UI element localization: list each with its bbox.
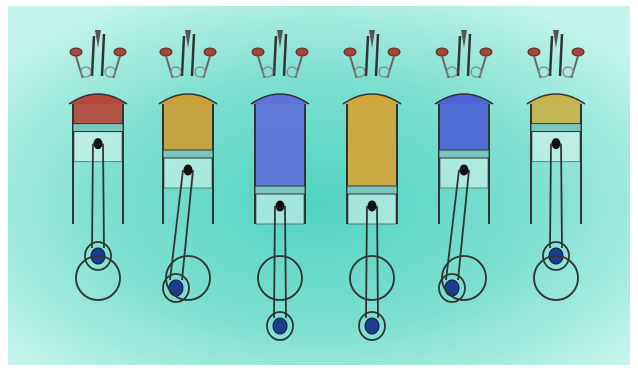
- intake-valve-spring-icon: [436, 48, 448, 56]
- wrist-pin: [460, 165, 469, 176]
- wrist-pin: [184, 165, 193, 176]
- piston-ring: [73, 124, 123, 132]
- intake-valve-spring-icon: [528, 48, 540, 56]
- wrist-pin: [552, 138, 561, 149]
- wrist-pin: [94, 138, 103, 149]
- intake-valve-spring-icon: [70, 48, 82, 56]
- crank-pin: [169, 280, 183, 296]
- intake-valve-spring-icon: [160, 48, 172, 56]
- crank-pin: [365, 318, 379, 334]
- intake-valve-spring-icon: [344, 48, 356, 56]
- combustion-chamber: [531, 104, 581, 124]
- exhaust-valve-spring-icon: [204, 48, 216, 56]
- piston-ring: [531, 124, 581, 132]
- combustion-chamber: [439, 104, 489, 150]
- exhaust-valve-spring-icon: [572, 48, 584, 56]
- combustion-chamber: [255, 104, 305, 186]
- piston-ring: [163, 150, 213, 158]
- crank-pin: [273, 318, 287, 334]
- combustion-chamber: [73, 104, 123, 124]
- combustion-chamber: [347, 104, 397, 186]
- exhaust-valve-spring-icon: [388, 48, 400, 56]
- background: [8, 6, 630, 365]
- exhaust-valve-spring-icon: [114, 48, 126, 56]
- piston-ring: [255, 186, 305, 194]
- exhaust-valve-spring-icon: [296, 48, 308, 56]
- diagram-canvas: [8, 6, 630, 365]
- piston-ring: [439, 150, 489, 158]
- engine-cycle-diagram: [8, 6, 630, 365]
- combustion-chamber: [163, 104, 213, 150]
- wrist-pin: [276, 201, 285, 212]
- crank-pin: [445, 280, 459, 296]
- wrist-pin: [368, 201, 377, 212]
- piston-ring: [347, 186, 397, 194]
- exhaust-valve-spring-icon: [480, 48, 492, 56]
- intake-valve-spring-icon: [252, 48, 264, 56]
